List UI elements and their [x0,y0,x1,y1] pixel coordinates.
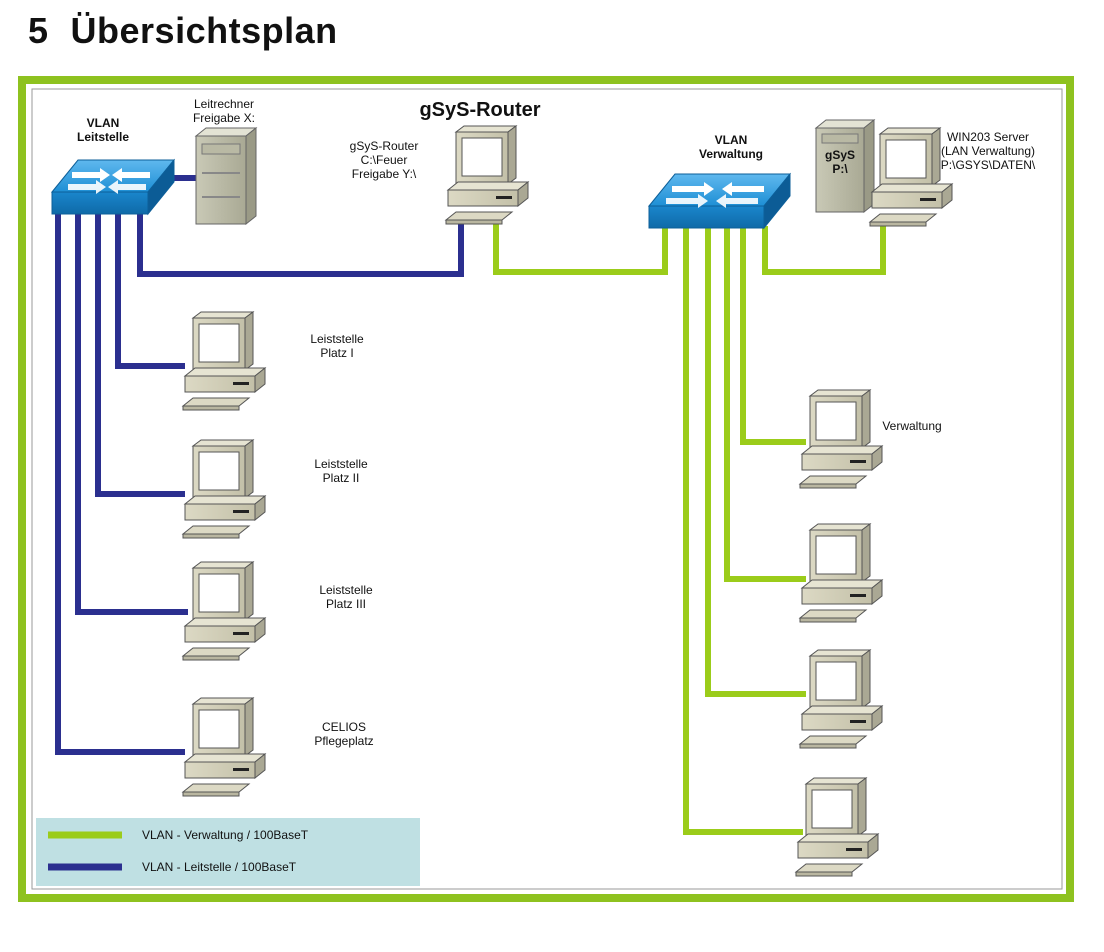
workstation-right-4-icon [794,777,880,877]
link-platz-1 [115,212,185,369]
link-verwaltung-1 [740,226,806,445]
switch-arrows-icon [666,182,764,208]
router-title: gSyS-Router [419,99,540,121]
switch-verwaltung-label-2: Verwaltung [699,147,763,161]
frame-inner-border [31,88,1063,890]
server-tower-label-2: P:\ [832,162,848,176]
link-verwaltung-3 [705,226,806,697]
workstation-right-3-icon [798,649,884,749]
workstation-right-2-icon [798,523,884,623]
leitrechner-tower-icon [194,126,258,226]
workstation-left-4-label-2: Pflegeplatz [314,734,373,748]
server-computer-icon [868,127,954,227]
workstation-left-3-label-1: Leiststelle [319,583,373,597]
switch-verwaltung [647,172,792,230]
workstation-left-3-icon [181,561,267,661]
workstation-right-1-label: Verwaltung [882,419,941,433]
workstation-left-1-label-1: Leiststelle [310,332,364,346]
switch-leitstelle-label-2: Leitstelle [77,130,129,144]
link-verwaltung-4 [683,226,803,835]
link-platz-3 [75,212,188,615]
legend: VLAN - Verwaltung / 100BaseT VLAN - Leit… [36,818,420,886]
server-tower-label-1: gSyS [825,148,855,162]
router-pc-label-1: gSyS-Router [350,139,419,153]
switch-leitstelle-label-1: VLAN [87,116,120,130]
workstation-left-3-label-2: Platz III [326,597,366,611]
leitrechner-label-2: Freigabe X: [193,111,255,125]
link-celios [55,212,185,755]
workstation-left-4-label-1: CELIOS [322,720,366,734]
page-heading: 5 Übersichtsplan [28,10,338,52]
labels: gSyS-Router VLAN Leitstelle Leitrechner … [77,97,1036,748]
router-pc-label-2: C:\Feuer [361,153,408,167]
section-title: Übersichtsplan [70,10,338,51]
router-computer-icon [444,125,530,225]
server-label-2: (LAN Verwaltung) [941,144,1035,158]
legend-green-label: VLAN - Verwaltung / 100BaseT [142,828,309,842]
link-platz-2 [95,212,185,497]
section-number: 5 [28,10,49,51]
server-label-1: WIN203 Server [947,130,1029,144]
workstation-right-1-icon [798,389,884,489]
link-router-blue [137,210,464,277]
workstation-left-4-icon [181,697,267,797]
router-pc-label-3: Freigabe Y:\ [352,167,417,181]
workstation-left-2-label-1: Leiststelle [314,457,368,471]
workstation-left-1-icon [181,311,267,411]
switch-arrows-icon [68,168,150,194]
link-verwaltung-2 [724,226,806,582]
link-server [762,214,886,275]
legend-background [36,818,420,886]
switch-verwaltung-label-1: VLAN [715,133,748,147]
workstation-left-2-label-2: Platz II [323,471,360,485]
server-label-3: P:\GSYS\DATEN\ [941,158,1036,172]
link-router-green [493,212,668,275]
workstation-left-1-label-2: Platz I [320,346,353,360]
server-tower-icon: gSyS P:\ [814,118,876,214]
blue-links [55,175,464,755]
workstation-left-2-icon [181,439,267,539]
leitrechner-label-1: Leitrechner [194,97,254,111]
computers [181,125,954,877]
legend-blue-label: VLAN - Leitstelle / 100BaseT [142,860,297,874]
switch-leitstelle [50,158,176,216]
green-links [493,212,886,835]
